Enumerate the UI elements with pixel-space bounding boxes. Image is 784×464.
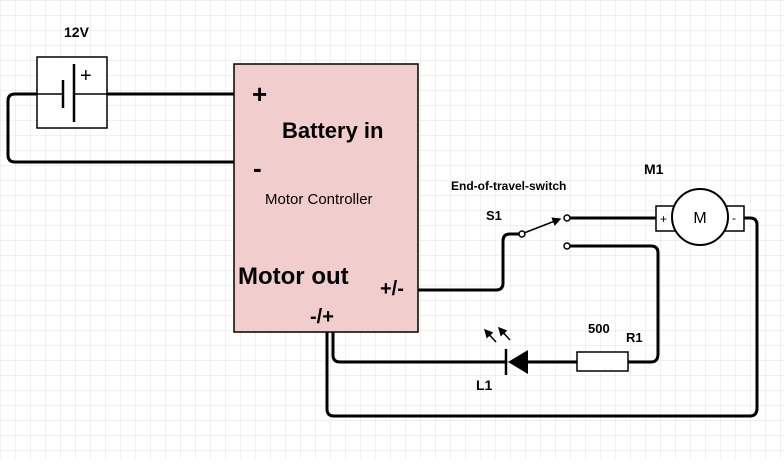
battery-box	[36, 56, 108, 129]
motor-symbol: M	[693, 210, 706, 227]
motor-plus-mark: +	[660, 212, 667, 226]
motor-minus-mark: -	[732, 211, 736, 225]
resistor-value: 500	[588, 321, 610, 336]
led: L1	[476, 326, 528, 393]
wire-battery-minus	[6, 92, 236, 164]
motor-rotor	[671, 188, 729, 246]
controller-out-terminal-a: +/-	[380, 278, 404, 300]
resistor-label: R1	[626, 330, 643, 345]
wire-led-to-controller	[331, 330, 508, 364]
switch-lever	[523, 217, 562, 234]
controller-name: Motor Controller	[265, 191, 373, 208]
led-light-arrow-2	[497, 326, 511, 341]
controller-box	[233, 63, 419, 333]
switch-contact-lower	[563, 242, 571, 250]
controller-minus-terminal: -	[253, 153, 262, 183]
wire-controller-to-switch	[416, 232, 522, 292]
switch-common-contact	[518, 230, 526, 238]
led-label: L1	[476, 377, 493, 393]
motor-controller: + Battery in - Motor Controller Motor ou…	[233, 63, 419, 333]
controller-motor-out-label: Motor out	[238, 263, 349, 290]
led-diode-triangle	[508, 350, 528, 374]
motor-label: M1	[644, 161, 664, 177]
wire-motor-return	[325, 216, 759, 418]
motor: M1 M + -	[644, 161, 745, 246]
switch-contact-upper	[563, 214, 571, 222]
switch-caption: End-of-travel-switch	[451, 179, 566, 193]
wires	[6, 92, 759, 418]
controller-out-terminal-b: -/+	[310, 306, 334, 328]
resistor-body	[576, 351, 629, 372]
battery-plus-mark: +	[80, 65, 92, 87]
battery: 12V +	[36, 24, 108, 129]
end-of-travel-switch: End-of-travel-switch S1	[451, 179, 571, 250]
resistor: 500 R1	[576, 321, 643, 372]
led-light-arrow-1	[483, 328, 497, 343]
controller-battery-in-label: Battery in	[282, 118, 383, 143]
wire-switch-to-resistor	[566, 244, 660, 364]
battery-label: 12V	[64, 24, 90, 40]
switch-label: S1	[486, 208, 502, 223]
controller-plus-terminal: +	[252, 79, 267, 109]
